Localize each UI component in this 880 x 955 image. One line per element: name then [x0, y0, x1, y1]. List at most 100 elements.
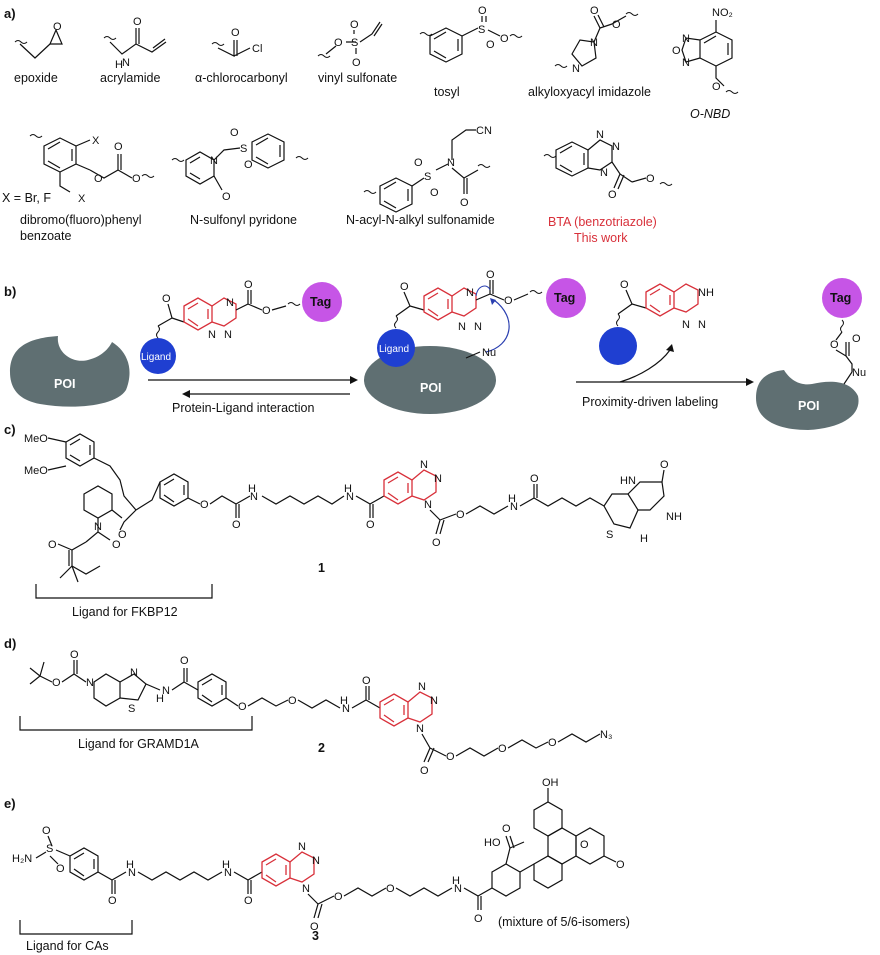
svg-text:H: H: [344, 483, 352, 495]
gramd1a-ligand-label: Ligand for GRAMD1A: [78, 737, 200, 751]
svg-text:N: N: [86, 677, 94, 689]
svg-text:N: N: [418, 681, 426, 693]
svg-text:H: H: [222, 859, 230, 871]
epoxide-label: epoxide: [14, 71, 58, 85]
svg-text:H: H: [640, 533, 648, 545]
vinyl-sulfonate-structure: O S O O: [317, 19, 383, 69]
compound-1-structure: MeO MeO O O O H N H N O N N N O O H N O: [24, 433, 682, 583]
svg-text:O: O: [616, 859, 625, 871]
svg-text:S: S: [478, 24, 485, 36]
svg-text:NH: NH: [698, 287, 714, 299]
svg-text:N: N: [130, 667, 138, 679]
fkbp12-ligand-label: Ligand for FKBP12: [72, 605, 178, 619]
svg-text:O: O: [48, 539, 57, 551]
ligand-circle-2: [377, 329, 415, 367]
svg-text:O: O: [262, 305, 271, 317]
imidazole-structure: N N O O: [554, 5, 639, 75]
labeling-arrow: [576, 344, 754, 386]
svg-text:N: N: [210, 155, 218, 167]
svg-text:O: O: [231, 27, 240, 39]
acyl-sulfonamide-label: N-acyl-N-alkyl sulfonamide: [346, 213, 495, 227]
svg-text:O: O: [486, 39, 495, 51]
equilibrium-arrows: [148, 376, 358, 398]
svg-text:H: H: [508, 493, 516, 505]
svg-text:O: O: [386, 883, 395, 895]
sulfonyl-pyridone-label: N-sulfonyl pyridone: [190, 213, 297, 227]
svg-text:O: O: [180, 655, 189, 667]
svg-text:O: O: [500, 33, 509, 45]
svg-text:O: O: [200, 499, 209, 511]
bta-label-line1: BTA (benzotriazole): [548, 215, 657, 229]
svg-text:N: N: [434, 473, 442, 485]
svg-text:N: N: [596, 129, 604, 141]
svg-text:NH: NH: [666, 511, 682, 523]
panel-label-b: b): [4, 284, 16, 299]
svg-text:X: X: [78, 193, 86, 205]
poi-shape-3: [756, 370, 859, 430]
svg-text:N: N: [162, 685, 170, 697]
svg-text:O: O: [486, 269, 495, 281]
svg-text:O: O: [530, 473, 539, 485]
svg-text:X: X: [92, 135, 100, 147]
svg-text:O: O: [366, 519, 375, 531]
nucleophile-attack-arrow: [485, 299, 510, 353]
svg-text:O: O: [548, 737, 557, 749]
svg-text:O: O: [446, 751, 455, 763]
svg-text:HO: HO: [484, 837, 501, 849]
svg-text:N: N: [128, 867, 136, 879]
svg-text:O: O: [53, 21, 62, 33]
panel-label-d: d): [4, 636, 16, 651]
svg-text:MeO: MeO: [24, 465, 48, 477]
svg-text:O: O: [432, 537, 441, 549]
svg-text:O: O: [478, 5, 487, 17]
svg-text:O: O: [430, 187, 439, 199]
svg-text:N: N: [430, 695, 438, 707]
svg-text:O: O: [620, 279, 629, 291]
compound-1-number: 1: [318, 561, 325, 575]
svg-text:O: O: [222, 191, 231, 203]
svg-text:N: N: [600, 167, 608, 179]
poi-label-2: POI: [420, 381, 442, 395]
svg-text:H: H: [248, 483, 256, 495]
svg-text:S: S: [128, 703, 135, 715]
svg-text:H: H: [126, 859, 134, 871]
svg-text:N: N: [454, 883, 462, 895]
onbd-label: O-NBD: [690, 107, 730, 121]
svg-text:O: O: [244, 279, 253, 291]
svg-text:O: O: [456, 509, 465, 521]
svg-text:S: S: [606, 529, 613, 541]
svg-text:N: N: [94, 521, 102, 533]
x-definition: X = Br, F: [2, 191, 51, 205]
svg-text:O: O: [362, 675, 371, 687]
svg-text:O: O: [133, 16, 142, 28]
svg-text:H: H: [452, 875, 460, 887]
panel-label-c: c): [4, 422, 16, 437]
ligand-circle-released: [599, 327, 637, 365]
cas-ligand-label: Ligand for CAs: [26, 939, 109, 953]
svg-text:N: N: [474, 321, 482, 333]
panel-label-e: e): [4, 796, 16, 811]
svg-text:S: S: [351, 37, 358, 49]
svg-text:O: O: [502, 823, 511, 835]
panel-label-a: a): [4, 6, 16, 21]
svg-text:N: N: [612, 141, 620, 153]
svg-text:Cl: Cl: [252, 43, 262, 55]
isomer-note: (mixture of 5/6-isomers): [498, 915, 630, 929]
poi-label-3: POI: [798, 399, 820, 413]
chlorocarbonyl-label: α-chlorocarbonyl: [195, 71, 288, 85]
dibromophenyl-structure: X X O O O: [29, 134, 155, 205]
vinyl-sulfonate-label: vinyl sulfonate: [318, 71, 397, 85]
svg-text:O: O: [94, 173, 103, 185]
bta-ring-bound: [423, 280, 543, 321]
svg-text:O: O: [474, 913, 483, 925]
nu-label-2: Nu: [852, 367, 866, 379]
sulfonyl-pyridone-structure: N O S O O: [171, 127, 309, 203]
svg-text:CN: CN: [476, 125, 492, 137]
svg-text:O: O: [112, 539, 121, 551]
tosyl-label: tosyl: [434, 85, 460, 99]
svg-text:N: N: [466, 287, 474, 299]
bta-ring-free: [183, 290, 301, 331]
svg-text:N: N: [346, 491, 354, 503]
fkbp12-bracket: [35, 584, 213, 599]
svg-text:N: N: [424, 499, 432, 511]
